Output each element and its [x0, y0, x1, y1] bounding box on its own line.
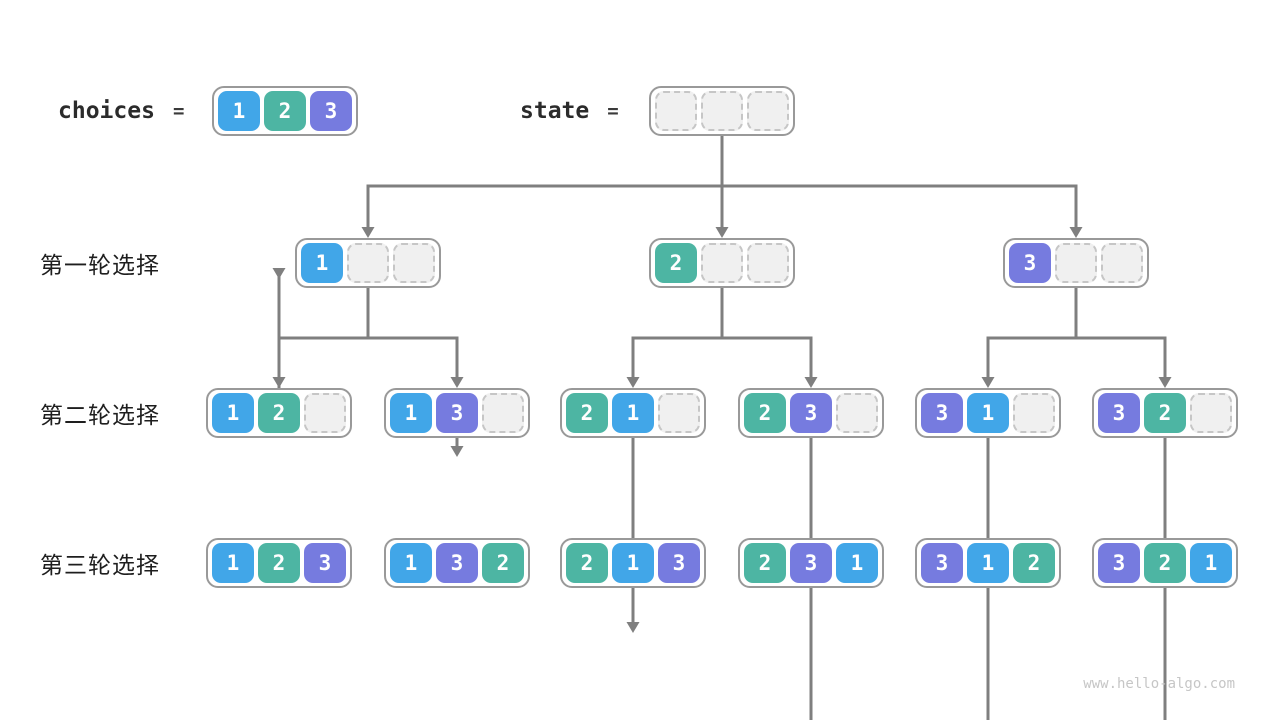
array-cell-2: 2 [1013, 543, 1055, 583]
arrowhead-icon [450, 446, 464, 457]
array-cell-3: 3 [310, 91, 352, 131]
array-cell-3: 3 [1098, 543, 1140, 583]
array-cell-1: 1 [1190, 543, 1232, 583]
arrowhead-icon [626, 622, 640, 633]
arrowhead-icon [981, 377, 995, 388]
array-cell-1: 1 [967, 393, 1009, 433]
array-cell-2: 2 [744, 393, 786, 433]
array-cell-empty [701, 243, 743, 283]
array-cell-3: 3 [921, 393, 963, 433]
array-cell-3: 3 [1098, 393, 1140, 433]
array-cell-1: 1 [612, 393, 654, 433]
arrowhead-icon [361, 227, 375, 238]
choices-equals-sign: = [172, 100, 185, 122]
array-cell-2: 2 [1144, 543, 1186, 583]
array-cell-1: 1 [212, 393, 254, 433]
state-array-round1-1: 1 [295, 238, 441, 288]
arrowhead-icon [272, 268, 286, 279]
array-cell-1: 1 [212, 543, 254, 583]
arrowhead-icon [1069, 227, 1083, 238]
array-cell-empty [1055, 243, 1097, 283]
state-array-round1-2: 2 [649, 238, 795, 288]
array-cell-2: 2 [264, 91, 306, 131]
choices-label: choices [58, 98, 155, 124]
arrowhead-icon [715, 227, 729, 238]
array-cell-2: 2 [1144, 393, 1186, 433]
array-cell-empty [393, 243, 435, 283]
array-cell-3: 3 [790, 543, 832, 583]
array-cell-1: 1 [390, 393, 432, 433]
array-cell-empty [304, 393, 346, 433]
array-cell-2: 2 [566, 543, 608, 583]
row-label-round-3: 第三轮选择 [40, 553, 160, 579]
array-cell-1: 1 [967, 543, 1009, 583]
array-cell-3: 3 [658, 543, 700, 583]
state-equals-sign: = [607, 100, 619, 122]
array-cell-empty [1013, 393, 1055, 433]
array-cell-1: 1 [612, 543, 654, 583]
array-cell-empty [1190, 393, 1232, 433]
row-label-round-1: 第一轮选择 [40, 253, 160, 279]
array-cell-3: 3 [304, 543, 346, 583]
array-cell-empty [747, 243, 789, 283]
array-cell-1: 1 [218, 91, 260, 131]
array-cell-3: 3 [436, 393, 478, 433]
choices-legend: choices = [58, 86, 184, 136]
array-cell-empty [658, 393, 700, 433]
arrowhead-icon [1158, 377, 1172, 388]
array-cell-empty [1101, 243, 1143, 283]
arrowhead-icon [804, 377, 818, 388]
array-cell-2: 2 [258, 393, 300, 433]
array-cell-1: 1 [390, 543, 432, 583]
array-cell-2: 2 [655, 243, 697, 283]
state-legend: state = [520, 86, 619, 136]
row-label-round-2: 第二轮选择 [40, 403, 160, 429]
arrowhead-icon [450, 377, 464, 388]
state-label: state [520, 98, 590, 124]
array-cell-1: 1 [836, 543, 878, 583]
array-cell-empty [655, 91, 697, 131]
state-array [649, 86, 795, 136]
array-cell-2: 2 [566, 393, 608, 433]
array-cell-3: 3 [790, 393, 832, 433]
array-cell-2: 2 [482, 543, 524, 583]
array-cell-empty [701, 91, 743, 131]
state-array-round1-3: 3 [1003, 238, 1149, 288]
array-cell-empty [482, 393, 524, 433]
array-cell-empty [836, 393, 878, 433]
array-cell-1: 1 [301, 243, 343, 283]
array-cell-2: 2 [258, 543, 300, 583]
array-cell-3: 3 [921, 543, 963, 583]
array-cell-empty [747, 91, 789, 131]
array-cell-3: 3 [1009, 243, 1051, 283]
array-cell-empty [347, 243, 389, 283]
array-cell-2: 2 [744, 543, 786, 583]
array-cell-3: 3 [436, 543, 478, 583]
arrowhead-icon [626, 377, 640, 388]
watermark: www.hello-algo.com [1083, 676, 1235, 692]
